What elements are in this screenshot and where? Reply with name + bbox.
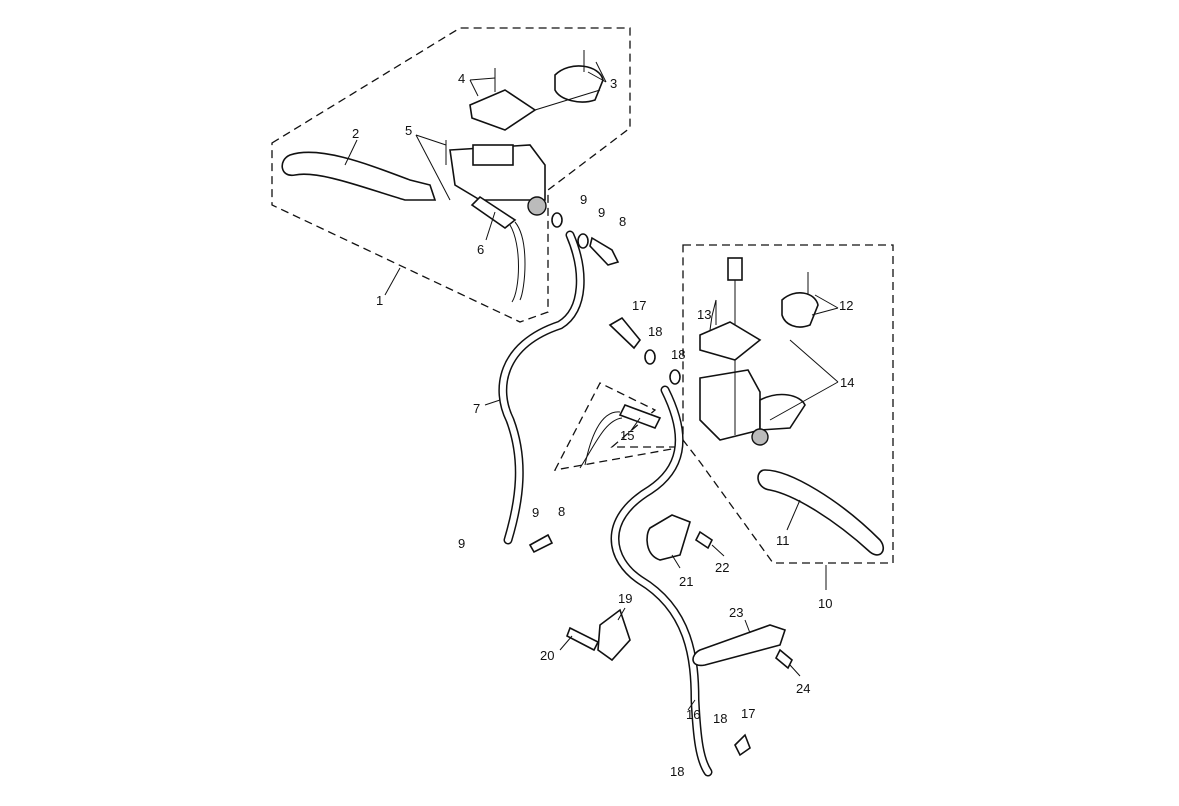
left-reservoir-cap [469, 89, 537, 131]
bolt-20 [566, 626, 600, 652]
group-1-outline [271, 27, 631, 323]
callout-9: 9 [532, 505, 539, 520]
left-brake-lever [281, 151, 437, 201]
banjo-bolt-8-bottom [528, 533, 554, 554]
callout-8: 8 [558, 504, 565, 519]
callout-22: 22 [715, 560, 729, 575]
banjo-bolt-8-top [551, 212, 620, 266]
callout-9: 9 [458, 536, 465, 551]
brake-hose-7 [498, 230, 585, 545]
callout-21: 21 [679, 574, 693, 589]
callout-13: 13 [697, 307, 711, 322]
brake-hose-16 [610, 385, 713, 777]
brake-switch-15 [579, 404, 662, 469]
callout-24: 24 [796, 681, 810, 696]
callout-3: 3 [610, 76, 617, 91]
callout-8: 8 [619, 214, 626, 229]
callout-19: 19 [618, 591, 632, 606]
callout-4: 4 [458, 71, 465, 86]
banjo-bolt-17-top [608, 316, 681, 385]
clamp-19 [597, 608, 631, 662]
callout-15: 15 [620, 428, 634, 443]
callout-6: 6 [477, 242, 484, 257]
callout-2: 2 [352, 126, 359, 141]
callout-17: 17 [632, 298, 646, 313]
callout-labels: 1 2 3 4 5 6 7 8 9 9 8 9 9 10 11 12 13 14… [352, 71, 854, 779]
callout-5: 5 [405, 123, 412, 138]
callout-17: 17 [741, 706, 755, 721]
callout-14: 14 [840, 375, 854, 390]
callout-18: 18 [670, 764, 684, 779]
right-reservoir-cap [699, 300, 762, 361]
callout-9: 9 [598, 205, 605, 220]
bolt-24 [775, 648, 793, 670]
right-master-cylinder [699, 257, 806, 446]
leader-lines [344, 61, 839, 711]
callout-23: 23 [729, 605, 743, 620]
right-holder-clamp [781, 272, 819, 328]
group-15-outline [553, 382, 684, 471]
callout-9: 9 [580, 192, 587, 207]
clamp-21 [646, 514, 691, 561]
right-brake-lever [757, 469, 885, 556]
callout-1: 1 [376, 293, 383, 308]
bolt-22 [694, 530, 714, 550]
callout-10: 10 [818, 596, 832, 611]
left-master-cylinder [449, 144, 547, 303]
callout-16: 16 [686, 707, 700, 722]
callout-18: 18 [648, 324, 662, 339]
callout-11: 11 [776, 533, 790, 548]
callout-7: 7 [473, 401, 480, 416]
bracket-23 [692, 624, 787, 667]
callout-20: 20 [540, 648, 554, 663]
callout-18: 18 [713, 711, 727, 726]
banjo-bolt-17-bottom [734, 733, 751, 757]
callout-12: 12 [839, 298, 853, 313]
left-holder-clamp [445, 50, 604, 165]
callout-18: 18 [671, 347, 685, 362]
